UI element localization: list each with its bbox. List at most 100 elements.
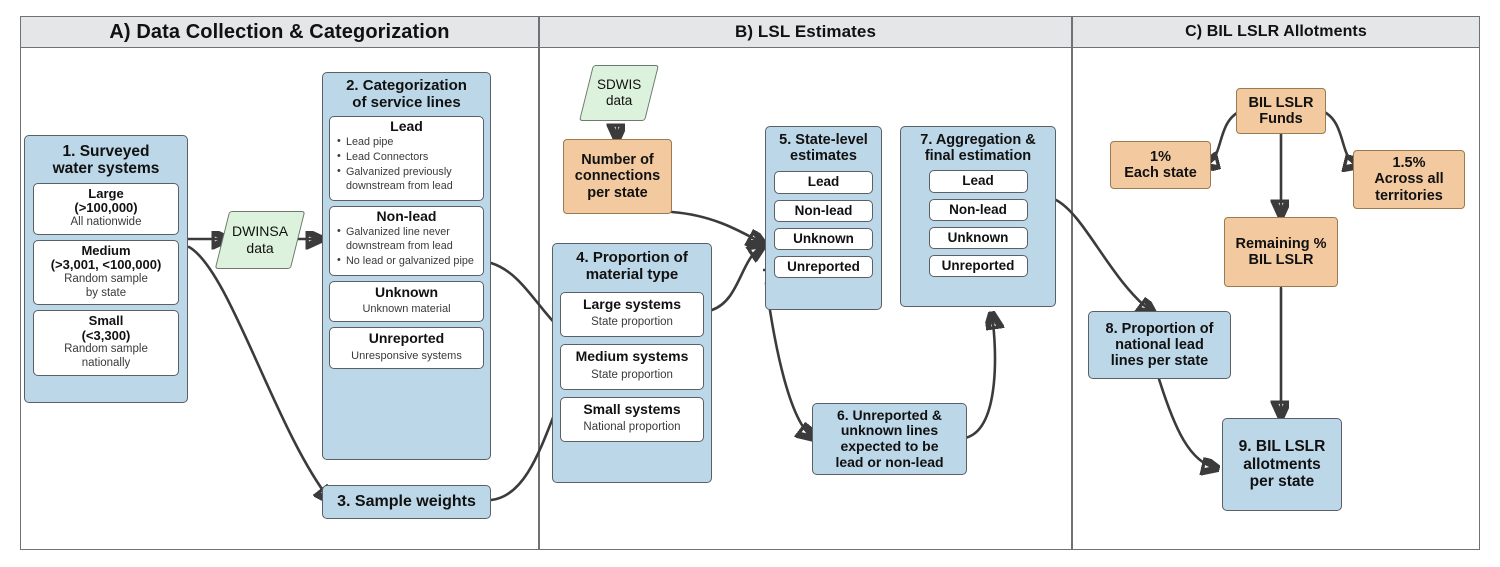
box-2-lead-bullet-2: Lead Connectors bbox=[337, 150, 477, 165]
box-1-medium-note: Random sample by state bbox=[64, 272, 148, 299]
box-2-non-lead-name: Non-lead bbox=[376, 207, 437, 224]
box-3-title: 3. Sample weights bbox=[337, 493, 476, 511]
box-2-lead-bullet-3: Galvanized previously downstream from le… bbox=[337, 165, 477, 194]
box-1-small-name: Small bbox=[88, 313, 124, 329]
box-8-proportion-national-lead-lines[interactable]: 8. Proportion of national lead lines per… bbox=[1088, 311, 1231, 379]
box-7-item-unknown[interactable]: Unknown bbox=[928, 226, 1028, 249]
box-5-unknown-label: Unknown bbox=[793, 230, 854, 246]
box-5-item-non-lead[interactable]: Non-lead bbox=[774, 199, 873, 222]
one-percent-each-state[interactable]: 1% Each state bbox=[1110, 141, 1211, 189]
sdwis-data-parallelogram[interactable]: SDWIS data bbox=[579, 65, 659, 121]
box-8-line2: national lead bbox=[1115, 336, 1204, 353]
box-4-large-note: State proportion bbox=[591, 316, 673, 329]
box-2-unreported-note: Unresponsive systems bbox=[351, 350, 462, 363]
box-5-state-level-estimates[interactable]: 5. State-level estimates Lead Non-lead U… bbox=[765, 126, 882, 310]
box-1-medium-name: Medium bbox=[81, 242, 131, 258]
box-5-lead-label: Lead bbox=[807, 174, 840, 190]
box-8-line3: lines per state bbox=[1110, 353, 1209, 370]
box-4-medium-name: Medium systems bbox=[575, 348, 689, 365]
box-7-item-non-lead[interactable]: Non-lead bbox=[928, 198, 1028, 221]
box-7-lead-label: Lead bbox=[962, 173, 994, 189]
box-7-unknown-label: Unknown bbox=[947, 229, 1009, 245]
box-9-line3: per state bbox=[1249, 473, 1315, 491]
box-7-title-line1: 7. Aggregation & bbox=[920, 132, 1036, 148]
each-state-line2: Each state bbox=[1124, 165, 1197, 181]
sdwis-line1: SDWIS bbox=[596, 76, 642, 92]
box-2-category-unknown[interactable]: Unknown Unknown material bbox=[329, 280, 484, 323]
box-2-non-lead-bullet-1: Galvanized line never downstream from le… bbox=[337, 225, 477, 254]
funds-line2: Funds bbox=[1259, 111, 1303, 127]
box-2-categorization-of-service-lines[interactable]: 2. Categorization of service lines Lead … bbox=[322, 72, 491, 460]
box-4-large-name: Large systems bbox=[582, 295, 682, 312]
number-of-connections-per-state[interactable]: Number of connections per state bbox=[563, 139, 672, 214]
connections-line2: connections bbox=[574, 168, 661, 185]
box-5-non-lead-label: Non-lead bbox=[794, 202, 853, 218]
box-1-surveyed-water-systems[interactable]: 1. Surveyed water systems Large (>100,00… bbox=[24, 135, 188, 403]
box-5-title-line1: 5. State-level bbox=[779, 132, 868, 148]
dwinsa-data-parallelogram[interactable]: DWINSA data bbox=[214, 211, 306, 269]
box-5-item-unknown[interactable]: Unknown bbox=[774, 227, 873, 250]
box-2-non-lead-bullet-2: No lead or galvanized pipe bbox=[337, 254, 477, 269]
box-4-title-line2: material type bbox=[585, 265, 679, 283]
box-1-title-line2: water systems bbox=[52, 160, 160, 178]
remaining-line2: BIL LSLR bbox=[1248, 252, 1314, 268]
panel-b-title: B) LSL Estimates bbox=[734, 22, 877, 41]
dwinsa-line1: DWINSA bbox=[232, 223, 288, 240]
box-7-aggregation-final-estimation[interactable]: 7. Aggregation & final estimation Lead N… bbox=[900, 126, 1056, 307]
box-1-item-small[interactable]: Small (<3,300) Random sample nationally bbox=[33, 310, 179, 376]
box-2-lead-bullet-1: Lead pipe bbox=[337, 135, 477, 150]
territories-line3: territories bbox=[1375, 187, 1443, 204]
panel-c-title: C) BIL LSLR Allotments bbox=[1185, 23, 1367, 40]
territories-line2: Across all bbox=[1374, 171, 1444, 188]
one-point-five-percent-territories[interactable]: 1.5% Across all territories bbox=[1353, 150, 1465, 209]
funds-line1: BIL LSLR bbox=[1248, 94, 1314, 111]
box-2-title-line1: 2. Categorization bbox=[346, 77, 467, 94]
box-1-large-range: (>100,000) bbox=[74, 200, 138, 216]
panel-a-header: A) Data Collection & Categorization bbox=[20, 16, 539, 48]
connections-line3: per state bbox=[587, 184, 648, 201]
box-6-line4: lead or non-lead bbox=[835, 453, 944, 470]
each-state-line1: 1% bbox=[1150, 148, 1171, 165]
box-2-unreported-name: Unreported bbox=[368, 330, 445, 347]
box-9-line2: allotments bbox=[1243, 455, 1321, 473]
box-7-item-unreported[interactable]: Unreported bbox=[928, 254, 1028, 277]
box-4-small-note: National proportion bbox=[583, 421, 681, 434]
box-2-lead-name: Lead bbox=[390, 117, 423, 134]
box-7-title-line2: final estimation bbox=[924, 148, 1032, 165]
box-2-category-unreported[interactable]: Unreported Unresponsive systems bbox=[329, 327, 484, 370]
box-4-small-name: Small systems bbox=[583, 400, 681, 417]
box-9-bil-lslr-allotments-per-state[interactable]: 9. BIL LSLR allotments per state bbox=[1222, 418, 1342, 511]
box-9-line1: 9. BIL LSLR bbox=[1238, 438, 1326, 456]
box-5-title-line2: estimates bbox=[790, 148, 857, 165]
bil-lslr-funds[interactable]: BIL LSLR Funds bbox=[1236, 88, 1326, 134]
panel-a-title: A) Data Collection & Categorization bbox=[109, 20, 450, 43]
box-2-category-lead[interactable]: Lead Lead pipe Lead Connectors Galvanize… bbox=[329, 115, 484, 201]
box-5-item-unreported[interactable]: Unreported bbox=[774, 255, 873, 278]
box-8-line1: 8. Proportion of bbox=[1105, 320, 1214, 337]
box-5-item-lead[interactable]: Lead bbox=[774, 171, 873, 194]
box-7-non-lead-label: Non-lead bbox=[949, 201, 1007, 217]
box-6-line1: 6. Unreported & bbox=[836, 406, 942, 423]
box-4-item-small-systems[interactable]: Small systems National proportion bbox=[560, 396, 704, 442]
sdwis-line2: data bbox=[605, 93, 633, 108]
remaining-percent-bil-lslr[interactable]: Remaining % BIL LSLR bbox=[1224, 217, 1338, 287]
box-4-medium-note: State proportion bbox=[591, 368, 673, 381]
box-1-medium-range: (>3,001, <100,000) bbox=[50, 257, 162, 273]
box-6-unreported-unknown-lines[interactable]: 6. Unreported & unknown lines expected t… bbox=[812, 403, 967, 475]
box-7-unreported-label: Unreported bbox=[941, 257, 1015, 273]
box-2-category-non-lead[interactable]: Non-lead Galvanized line never downstrea… bbox=[329, 205, 484, 276]
connections-line1: Number of bbox=[581, 152, 654, 169]
panel-b-header: B) LSL Estimates bbox=[539, 16, 1072, 48]
territories-line1: 1.5% bbox=[1392, 155, 1426, 172]
panel-c-header: C) BIL LSLR Allotments bbox=[1072, 16, 1480, 48]
box-3-sample-weights[interactable]: 3. Sample weights bbox=[322, 485, 491, 519]
box-1-small-note: Random sample nationally bbox=[64, 343, 148, 370]
box-1-item-medium[interactable]: Medium (>3,001, <100,000) Random sample … bbox=[33, 239, 179, 306]
box-4-item-large-systems[interactable]: Large systems State proportion bbox=[560, 291, 704, 338]
box-7-item-lead[interactable]: Lead bbox=[928, 170, 1028, 193]
box-4-proportion-of-material-type[interactable]: 4. Proportion of material type Large sys… bbox=[552, 243, 712, 483]
box-2-unknown-note: Unknown material bbox=[362, 303, 451, 316]
box-1-small-range: (<3,300) bbox=[81, 327, 131, 343]
box-1-item-large[interactable]: Large (>100,000) All nationwide bbox=[33, 182, 179, 235]
box-4-item-medium-systems[interactable]: Medium systems State proportion bbox=[560, 344, 704, 390]
